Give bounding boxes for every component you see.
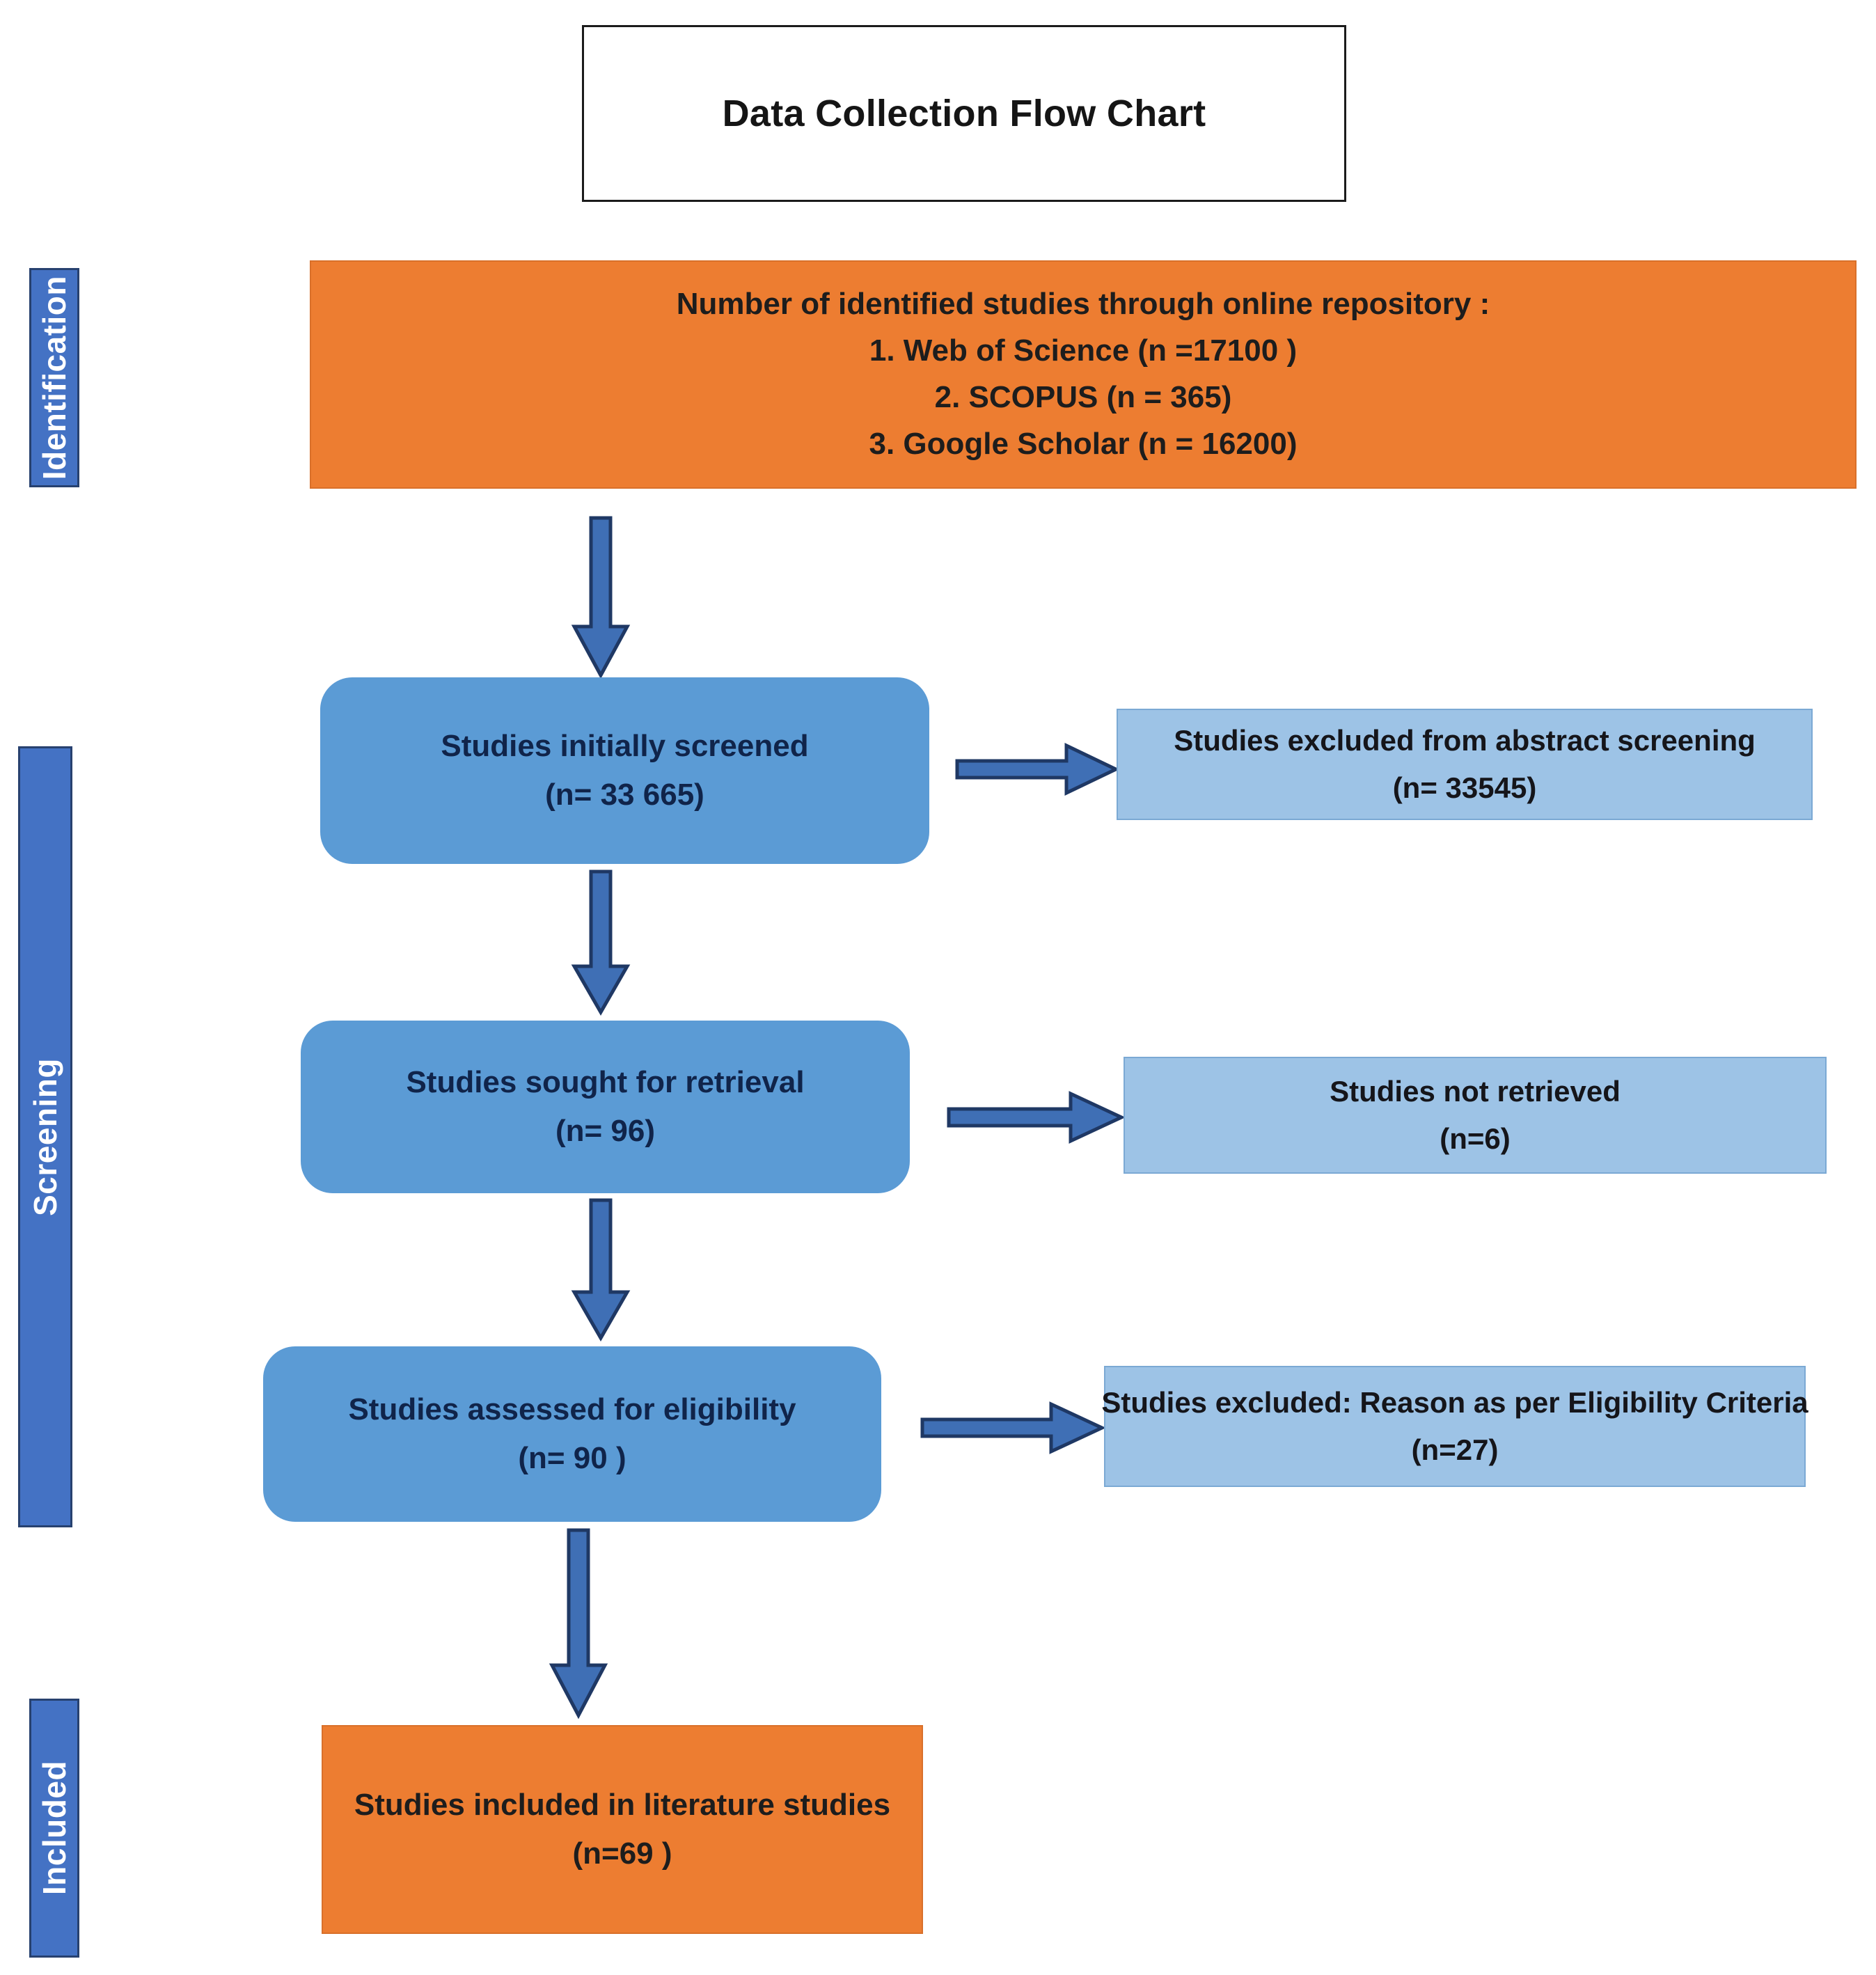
node-studies-included-text: Studies included in literature studies (… <box>354 1781 890 1879</box>
stage-label-screening: Screening <box>27 1057 63 1216</box>
included-line-1: Studies included in literature studies <box>354 1787 891 1822</box>
identification-line-1: Number of identified studies through onl… <box>676 287 1490 322</box>
sought-line-2: (n= 96) <box>555 1114 656 1148</box>
node-studies-not-retrieved: Studies not retrieved (n=6) <box>1124 1057 1827 1174</box>
node-excluded-eligibility-criteria-text: Studies excluded: Reason as per Eligibil… <box>1101 1379 1808 1474</box>
not-retrieved-line-2: (n=6) <box>1440 1122 1511 1155</box>
identification-line-2: 1. Web of Science (n =17100 ) <box>869 333 1298 368</box>
arrow-right-sought-to-not-retrieved <box>947 1091 1126 1144</box>
node-excluded-eligibility-criteria: Studies excluded: Reason as per Eligibil… <box>1101 1366 1808 1487</box>
excluded-eligibility-line-1: Studies excluded: Reason as per Eligibil… <box>1101 1385 1808 1419</box>
stage-label-included: Included <box>36 1761 72 1896</box>
stage-label-identification: Identification <box>36 275 72 480</box>
node-identification: Number of identified studies through onl… <box>310 260 1857 489</box>
screened-line-2: (n= 33 665) <box>545 778 704 812</box>
identification-line-3: 2. SCOPUS (n = 365) <box>934 380 1232 414</box>
node-excluded-abstract-screening: Studies excluded from abstract screening… <box>1117 709 1813 820</box>
node-studies-screened: Studies initially screened (n= 33 665) <box>320 677 929 864</box>
screened-line-1: Studies initially screened <box>441 728 809 763</box>
excluded-abstract-line-1: Studies excluded from abstract screening <box>1174 723 1756 757</box>
stage-bar-included: Included <box>29 1699 79 1958</box>
arrow-down-screened-to-sought <box>571 870 631 1016</box>
node-studies-assessed-eligibility: Studies assessed for eligibility (n= 90 … <box>263 1346 881 1522</box>
page-title: Data Collection Flow Chart <box>722 93 1206 134</box>
arrow-right-screened-to-excluded-abstract <box>955 743 1120 796</box>
identification-line-4: 3. Google Scholar (n = 16200) <box>869 426 1298 461</box>
node-studies-not-retrieved-text: Studies not retrieved (n=6) <box>1330 1068 1621 1163</box>
node-studies-screened-text: Studies initially screened (n= 33 665) <box>441 722 808 820</box>
node-studies-included: Studies included in literature studies (… <box>322 1725 923 1934</box>
arrow-down-eligibility-to-included <box>549 1528 608 1720</box>
arrow-right-eligibility-to-excluded-criteria <box>920 1401 1106 1454</box>
stage-bar-screening: Screening <box>18 746 72 1527</box>
chart-title-box: Data Collection Flow Chart <box>582 25 1346 202</box>
sought-line-1: Studies sought for retrieval <box>406 1064 805 1099</box>
node-studies-sought-retrieval-text: Studies sought for retrieval (n= 96) <box>406 1058 804 1156</box>
stage-bar-identification: Identification <box>29 268 79 487</box>
included-line-2: (n=69 ) <box>572 1836 672 1871</box>
arrow-down-identification-to-screened <box>571 516 631 679</box>
excluded-eligibility-line-2: (n=27) <box>1411 1433 1499 1466</box>
node-studies-sought-retrieval: Studies sought for retrieval (n= 96) <box>301 1021 910 1193</box>
arrow-down-sought-to-eligibility <box>571 1198 631 1342</box>
excluded-abstract-line-2: (n= 33545) <box>1392 771 1537 804</box>
node-identification-text: Number of identified studies through onl… <box>677 281 1490 468</box>
not-retrieved-line-1: Studies not retrieved <box>1330 1074 1621 1108</box>
eligibility-line-1: Studies assessed for eligibility <box>348 1392 796 1426</box>
eligibility-line-2: (n= 90 ) <box>518 1441 626 1475</box>
node-studies-assessed-eligibility-text: Studies assessed for eligibility (n= 90 … <box>348 1385 796 1484</box>
node-excluded-abstract-screening-text: Studies excluded from abstract screening… <box>1174 717 1756 812</box>
